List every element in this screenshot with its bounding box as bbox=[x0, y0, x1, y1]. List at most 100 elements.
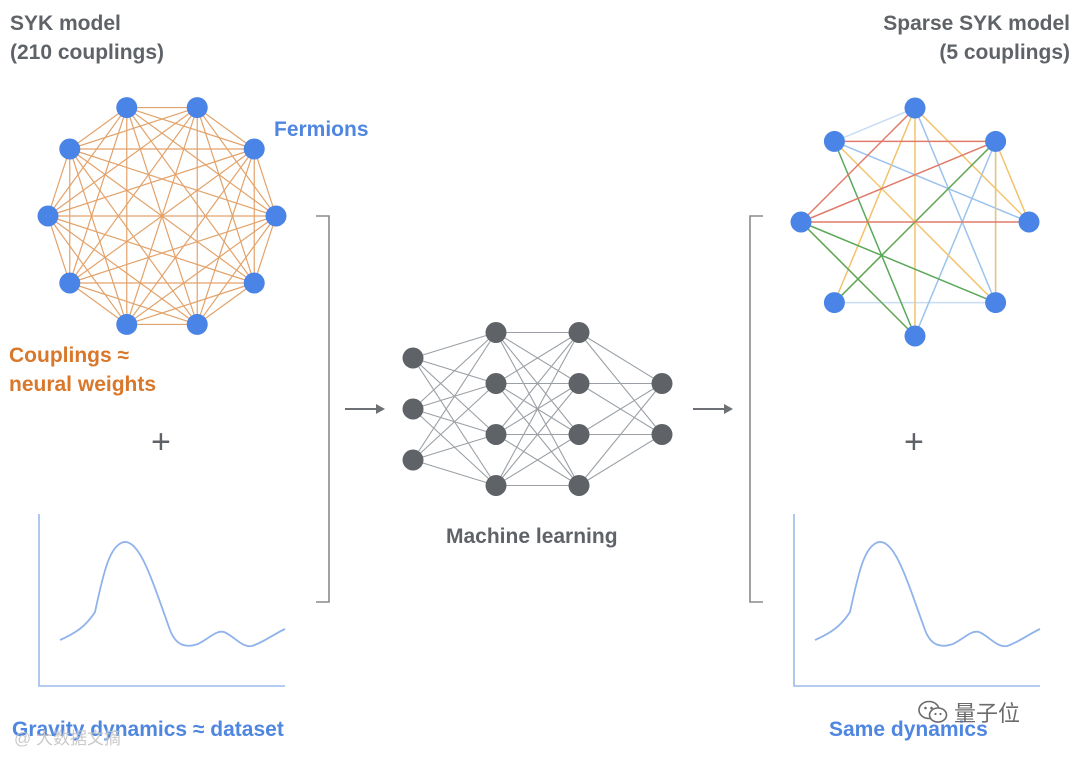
network-neuron bbox=[402, 398, 424, 420]
fermion-node bbox=[186, 97, 208, 119]
left-bracket bbox=[316, 215, 330, 603]
network-weight-edge bbox=[495, 383, 580, 486]
sparse-syk-model-title: Sparse SYK model (5 couplings) bbox=[883, 12, 1070, 64]
left-dynamics-curve bbox=[59, 541, 286, 648]
fermion-node bbox=[985, 130, 1007, 152]
network-weight-edge bbox=[578, 332, 663, 384]
watermark-left: @ 大数据文摘 bbox=[14, 729, 121, 748]
coupling-edge bbox=[69, 282, 128, 325]
coupling-edge bbox=[253, 215, 277, 284]
fermion-node bbox=[243, 138, 265, 160]
sparse-coupling-edge bbox=[914, 141, 997, 337]
coupling-edge bbox=[69, 148, 128, 325]
right-dynamics-plot bbox=[793, 514, 1041, 687]
network-weight-edge bbox=[412, 331, 497, 359]
arrow-left bbox=[345, 404, 385, 414]
coupling-edge bbox=[47, 215, 255, 284]
coupling-edge bbox=[69, 215, 277, 284]
coupling-edge bbox=[253, 148, 277, 217]
right-dynamics-curve bbox=[814, 541, 1041, 648]
network-weight-edge bbox=[412, 332, 497, 461]
network-weight-edge bbox=[412, 383, 497, 461]
fermion-node bbox=[116, 313, 138, 335]
plus-sign-left: + bbox=[151, 423, 171, 461]
sparse-coupling-edge bbox=[914, 107, 997, 303]
network-neuron bbox=[485, 475, 507, 496]
coupling-edge bbox=[47, 215, 128, 325]
coupling-edge bbox=[69, 282, 198, 325]
sparse-coupling-edge bbox=[834, 140, 1030, 223]
same-dynamics-label: Same dynamics bbox=[829, 718, 988, 741]
plus-sign-right: + bbox=[904, 423, 924, 461]
coupling-edge bbox=[69, 107, 128, 284]
coupling-edge bbox=[196, 148, 255, 325]
network-weight-edge bbox=[495, 332, 580, 384]
coupling-edge bbox=[69, 107, 128, 150]
fermion-node bbox=[904, 97, 926, 119]
network-weight-edge bbox=[578, 383, 663, 486]
sparse-syk-graph bbox=[790, 97, 1040, 347]
network-weight-edge bbox=[495, 332, 580, 435]
coupling-edge bbox=[196, 107, 255, 284]
coupling-edge bbox=[69, 107, 198, 150]
network-weight-edge bbox=[412, 459, 497, 487]
fermion-node bbox=[1018, 211, 1040, 233]
fermion-node bbox=[59, 138, 81, 160]
sparse-coupling-edge bbox=[800, 221, 916, 337]
sparse-coupling-edge bbox=[800, 107, 916, 223]
sparse-coupling-edge bbox=[800, 140, 996, 223]
fermion-node bbox=[985, 292, 1007, 314]
coupling-edge bbox=[69, 148, 277, 217]
network-weight-edge bbox=[578, 434, 663, 486]
network-weight-edge bbox=[495, 332, 580, 486]
fermion-node bbox=[904, 325, 926, 347]
fermion-node bbox=[186, 313, 208, 335]
coupling-edge bbox=[126, 282, 255, 325]
couplings-label: Couplings ≈ neural weights bbox=[9, 344, 157, 396]
coupling-edge bbox=[69, 148, 198, 325]
network-weight-edge bbox=[578, 383, 663, 435]
sparse-coupling-edge bbox=[833, 107, 916, 303]
sparse-coupling-edge bbox=[800, 221, 996, 304]
watermark-right: 量子位 bbox=[918, 696, 1020, 728]
network-weight-edge bbox=[412, 433, 497, 461]
network-neuron bbox=[402, 347, 424, 369]
syk-model-title: SYK model (210 couplings) bbox=[10, 12, 165, 64]
network-weight-edge bbox=[495, 434, 580, 486]
fermion-node bbox=[823, 130, 845, 152]
coupling-edge bbox=[47, 107, 198, 217]
gravity-dynamics-label: Gravity dynamics ≈ dataset bbox=[12, 718, 284, 741]
fermion-node bbox=[823, 292, 845, 314]
network-neuron bbox=[485, 322, 507, 343]
neural-network bbox=[402, 322, 673, 496]
left-dynamics-plot bbox=[38, 514, 286, 687]
fermion-node bbox=[37, 205, 59, 227]
coupling-edge bbox=[196, 282, 255, 325]
fermion-node bbox=[790, 211, 812, 233]
full-syk-graph bbox=[37, 97, 287, 335]
fermion-node bbox=[59, 272, 81, 294]
network-neuron bbox=[568, 475, 590, 496]
right-bracket bbox=[749, 215, 763, 603]
network-neuron bbox=[485, 424, 507, 445]
network-neuron bbox=[568, 373, 590, 394]
network-neuron bbox=[651, 424, 673, 445]
coupling-edge bbox=[47, 215, 198, 325]
fermion-node bbox=[243, 272, 265, 294]
machine-learning-label: Machine learning bbox=[446, 525, 618, 548]
coupling-edge bbox=[47, 148, 255, 217]
network-neuron bbox=[568, 424, 590, 445]
sparse-coupling-edge bbox=[834, 107, 916, 143]
fermion-node bbox=[265, 205, 287, 227]
sparse-coupling-edge bbox=[994, 141, 1030, 223]
network-neuron bbox=[485, 373, 507, 394]
coupling-edge bbox=[47, 215, 71, 284]
network-neuron bbox=[402, 449, 424, 471]
network-neuron bbox=[651, 373, 673, 394]
coupling-edge bbox=[69, 148, 255, 284]
network-neuron bbox=[568, 322, 590, 343]
arrow-right bbox=[693, 404, 733, 414]
coupling-edge bbox=[47, 148, 71, 217]
coupling-edge bbox=[196, 107, 255, 150]
network-weight-edge bbox=[412, 332, 497, 410]
